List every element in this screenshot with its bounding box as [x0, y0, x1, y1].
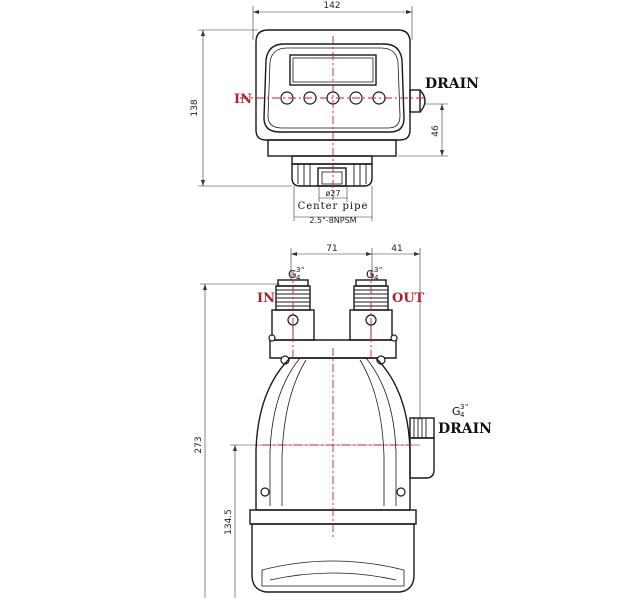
- drain-port: [409, 417, 435, 479]
- outlet-thread-callout: G 3 4 ": [366, 266, 382, 282]
- base-recess: [261, 560, 405, 587]
- arrow-front-top: [203, 284, 207, 290]
- body-contour-inner: [281, 359, 385, 506]
- upper-manifold: [269, 339, 397, 359]
- drain-stub: [409, 89, 421, 113]
- outlet-thread-num: 3: [374, 266, 378, 274]
- base-housing: [251, 523, 415, 593]
- drain-horizontal-dimension: 41: [391, 244, 402, 254]
- center-pipe-bore: [317, 167, 347, 187]
- base-collar: [267, 139, 397, 157]
- arrow-drain-top: [440, 104, 444, 110]
- arrow-port-left: [291, 252, 297, 256]
- inlet-thread-num: 3: [296, 266, 300, 274]
- screw-upper-right-icon: [390, 334, 398, 342]
- inlet-thread-prefix: G: [288, 268, 297, 281]
- drain-cap: [419, 89, 426, 113]
- arrow-drain-bottom: [440, 150, 444, 156]
- screw-lower-right-icon: [396, 487, 406, 497]
- body-contour-right: [365, 357, 397, 506]
- inlet-thread-callout: G 3 4 ": [288, 266, 304, 282]
- top-view: 142 138 46 IN DRAIN: [190, 1, 479, 225]
- arrow-drain-right: [414, 252, 420, 256]
- body-contour-left: [269, 357, 301, 506]
- front-drain-label: DRAIN: [438, 421, 492, 437]
- front-view: 71 41 G 3 4 " G 3 4 " 273 134.5: [194, 244, 492, 598]
- lower-height-dimension: 134.5: [224, 509, 234, 535]
- center-pipe-label: Center pipe: [298, 201, 369, 212]
- center-pipe-diameter: ø27: [325, 189, 340, 198]
- screw-lower-left-icon: [260, 487, 270, 497]
- drain-offset-dimension: 46: [431, 125, 441, 137]
- controller-head: [255, 29, 411, 141]
- inlet-thread-den: 4: [296, 274, 301, 282]
- thread-lines: [297, 164, 367, 186]
- inlet-thread-unit: ": [301, 266, 304, 274]
- arrow-right: [406, 10, 412, 14]
- drain-label: DRAIN: [425, 76, 479, 92]
- arrow-bottom: [201, 180, 205, 186]
- drain-thread-den: 4: [460, 411, 465, 419]
- controller-face-inner: [267, 47, 401, 129]
- thread-ring: [291, 155, 373, 165]
- front-inlet-label: IN: [257, 291, 275, 306]
- drain-thread-unit: ": [465, 403, 468, 411]
- drain-thread-num: 3: [460, 403, 464, 411]
- arrow-left: [253, 10, 259, 14]
- bottom-thread: [291, 163, 373, 187]
- screw-upper-left-icon: [268, 334, 276, 342]
- front-height-dimension: 273: [194, 436, 204, 453]
- outlet-thread-den: 4: [374, 274, 379, 282]
- inlet-label: IN: [234, 92, 252, 107]
- base-recess-inner: [269, 572, 397, 581]
- thread-spec: 2.5"-8NPSM: [309, 216, 356, 225]
- height-dimension: 138: [190, 99, 200, 116]
- port-spacing-dimension: 71: [326, 244, 337, 254]
- center-pipe-inner: [321, 171, 343, 185]
- arrow-top: [201, 30, 205, 36]
- drain-thread-callout: G 3 4 ": [452, 403, 468, 419]
- arrow-port-right: [366, 252, 372, 256]
- front-outlet-label: OUT: [392, 291, 425, 306]
- drain-thread-prefix: G: [452, 405, 461, 418]
- arrow-lower-top: [233, 445, 237, 451]
- width-dimension: 142: [323, 1, 340, 11]
- outlet-thread-unit: ": [379, 266, 382, 274]
- controller-face: [263, 43, 405, 133]
- outlet-thread-prefix: G: [366, 268, 375, 281]
